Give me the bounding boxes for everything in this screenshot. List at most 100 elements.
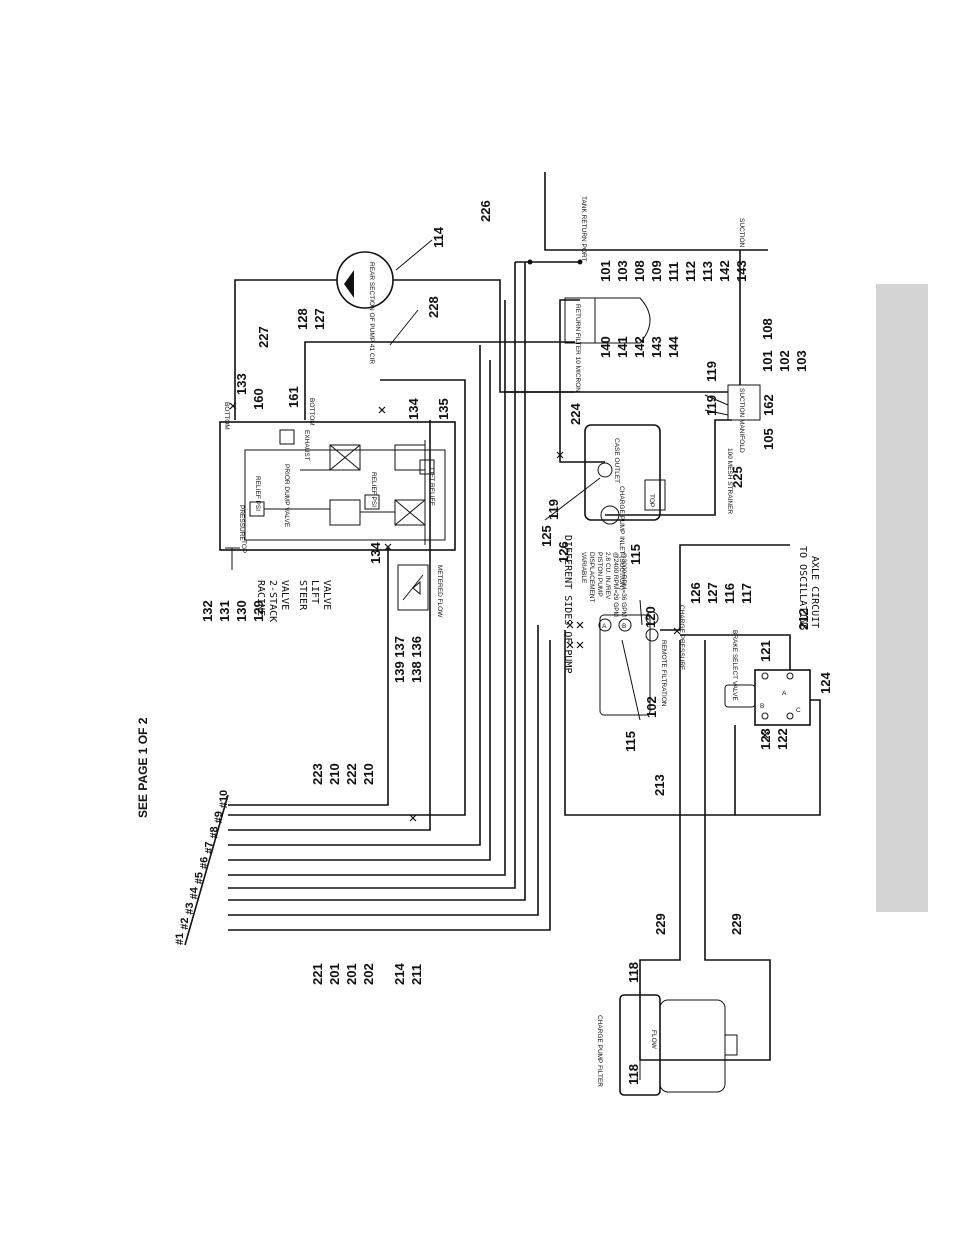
line-label-212: 212 — [796, 608, 811, 630]
port-a-label: A — [602, 623, 607, 630]
callout-143b: 143 — [734, 260, 749, 282]
line-oscillate-c — [735, 699, 821, 816]
callout-140: 140 — [598, 336, 613, 358]
callout-117: 117 — [739, 583, 754, 604]
port-label-1: #1 — [174, 933, 186, 945]
callout-112: 112 — [683, 261, 698, 282]
line-214 — [228, 625, 539, 916]
steer-2: LIFT — [309, 580, 320, 604]
line-227 — [234, 279, 337, 420]
leader-lines — [225, 239, 729, 721]
callout-102b: 102 — [777, 350, 792, 372]
line-label-223: 223 — [310, 763, 325, 785]
callout-132: 132 — [200, 600, 215, 622]
callout-115b: 115 — [623, 731, 638, 752]
callout-115a: 115 — [628, 544, 643, 565]
suction-strainer-label: 100 MESH STRAINER — [726, 448, 733, 514]
callout-138-136: 138 136 — [409, 636, 424, 683]
oscillating-1-label: TO OSCILLATING — [797, 546, 808, 630]
bottom-label-b: BOTTOM — [308, 398, 315, 426]
port-label-5: #5 — [194, 872, 206, 884]
return-filter-label: RETURN FILTER 10 MICRON — [574, 304, 581, 392]
racine-valve-block — [219, 421, 456, 551]
callout-101b: 101 — [598, 260, 613, 282]
return-filter — [564, 297, 651, 344]
callout-103a: 103 — [794, 350, 809, 372]
port-c-label: C — [796, 707, 801, 714]
callout-103b: 103 — [615, 260, 630, 282]
charge-pump-filter — [619, 994, 738, 1096]
callout-131: 131 — [217, 600, 232, 622]
callout-118b: 118 — [626, 1064, 641, 1085]
port-manifold-line — [184, 794, 229, 946]
line-label-213: 213 — [652, 774, 667, 796]
oscillating-2-label: AXLE CIRCUIT — [809, 556, 820, 628]
line-202 — [228, 262, 526, 901]
callout-101a: 101 — [760, 350, 775, 372]
case-outlet-label: CASE OUTLET — [613, 438, 620, 483]
see-page-label: SEE PAGE 1 OF 2 — [136, 717, 150, 818]
callout-133: 133 — [234, 373, 249, 395]
callout-123: 123 — [758, 728, 773, 750]
bottom-label-a: BOTTOM — [223, 402, 230, 430]
callout-119b: 119 — [704, 361, 719, 382]
callout-129: 129 — [251, 600, 266, 622]
line-label-202: 202 — [361, 963, 376, 985]
callout-120: 120 — [643, 606, 658, 628]
line-label-225: 225 — [730, 466, 745, 488]
callout-116: 116 — [722, 583, 737, 604]
line-label-222: 222 — [344, 763, 359, 785]
callout-126b: 126 — [688, 582, 703, 604]
line-228 — [304, 341, 575, 420]
racine-3: VALVE — [279, 580, 290, 610]
line-210a — [228, 548, 389, 806]
callout-105: 105 — [761, 428, 776, 450]
line-229a — [639, 640, 771, 1061]
callout-162: 162 — [761, 394, 776, 416]
callout-161: 161 — [286, 386, 301, 408]
line-label-214: 214 — [392, 963, 407, 985]
line-225 — [605, 419, 732, 516]
line-221 — [228, 360, 491, 861]
dump-label: PRIOR DUMP VALVE — [283, 464, 290, 528]
callout-102a: 102 — [644, 696, 659, 718]
port-label-7: #7 — [203, 842, 215, 854]
callout-126a: 126 — [556, 541, 571, 563]
diff-sides-label: DIFFERENT SIDES OF PUMP — [562, 535, 573, 673]
exhaust-label: EXHAUST — [303, 430, 310, 461]
callout-128: 128 — [295, 308, 310, 330]
callout-114: 114 — [431, 226, 446, 248]
tank-return-label: TANK RETURN PORT — [580, 196, 587, 262]
port-a2-label: A — [782, 690, 787, 697]
line-201a — [228, 300, 506, 876]
crossover-marks — [229, 402, 769, 822]
line-label-229a: 229 — [653, 913, 668, 935]
callout-109: 109 — [649, 260, 664, 282]
top-label-b: TOP — [648, 494, 655, 507]
top-label-a: TOP — [240, 540, 247, 553]
line-label-108: 108 — [760, 318, 775, 340]
line-224 — [559, 299, 605, 463]
callout-144: 144 — [666, 336, 681, 358]
line-label-226: 226 — [478, 200, 493, 222]
callout-121: 121 — [758, 640, 773, 662]
suction-manifold-label: SUCTION MANIFOLD — [738, 388, 745, 453]
flow-label: FLOW — [650, 1030, 657, 1050]
line-212 — [680, 634, 791, 670]
line-223 — [228, 345, 481, 846]
callout-142a: 142 — [632, 336, 647, 358]
pump-spec-3: PISTON PUMP — [596, 552, 603, 597]
callout-141: 141 — [615, 336, 630, 358]
line-label-224: 224 — [568, 403, 583, 425]
pump-spec-6: @3000 RPM=36 GPM — [620, 552, 627, 617]
suction-manifold — [505, 250, 761, 421]
charge-pressure-label: CHARGE PRESSURE — [678, 605, 685, 671]
line-226 — [393, 279, 575, 393]
line-label-221: 221 — [310, 963, 325, 985]
port-label-3: #3 — [184, 902, 196, 914]
steer-1: STEER — [297, 580, 308, 611]
callout-108: 108 — [632, 260, 647, 282]
callout-127: 127 — [312, 308, 327, 330]
callout-134b: 134 — [368, 542, 383, 564]
